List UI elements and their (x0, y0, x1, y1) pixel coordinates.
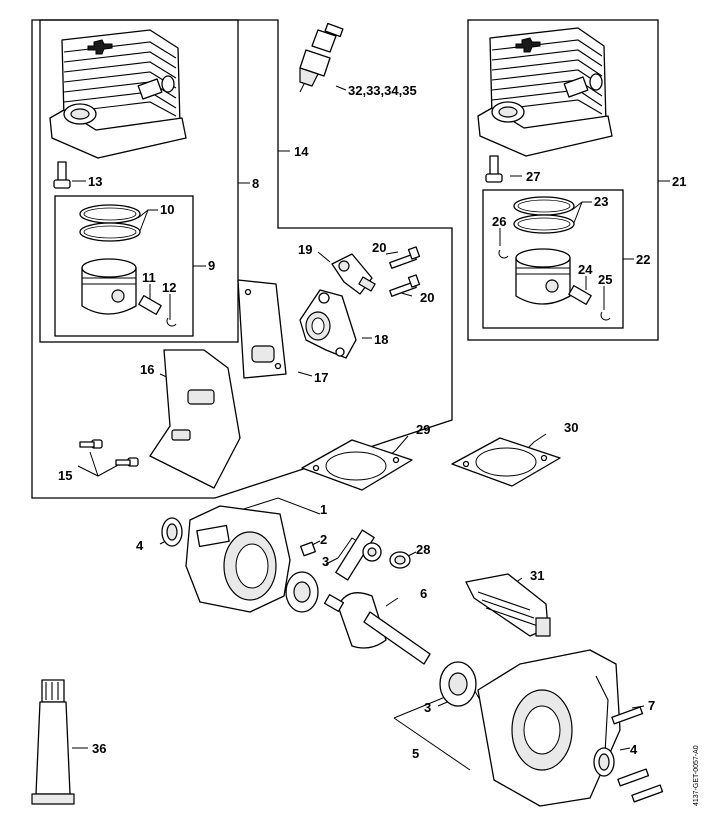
circlip-25 (600, 311, 611, 321)
piston-rings-10 (79, 204, 141, 242)
piston-pin-11 (138, 295, 162, 315)
spark-plug (299, 22, 344, 93)
label-18: 18 (374, 332, 388, 347)
label-23: 23 (594, 194, 608, 209)
shroud-16 (149, 349, 241, 489)
crankcase-left (185, 505, 291, 613)
label-32-35: 32,33,34,35 (348, 83, 417, 98)
label-8: 8 (252, 176, 259, 191)
valve-19 (331, 253, 376, 295)
gasket-17 (237, 279, 287, 379)
label-1: 1 (320, 502, 327, 517)
label-30: 30 (564, 420, 578, 435)
label-17: 17 (314, 370, 328, 385)
piston-pin-24 (568, 285, 592, 305)
label-27: 27 (526, 169, 540, 184)
label-24: 24 (578, 262, 593, 277)
label-15: 15 (58, 468, 72, 483)
leader-lines (72, 85, 670, 771)
crankshaft-6 (323, 529, 431, 665)
circlip-26 (498, 249, 509, 259)
piston-right (515, 248, 571, 305)
label-26: 26 (492, 214, 506, 229)
screw-27 (485, 155, 503, 183)
label-25: 25 (598, 272, 612, 287)
dowel-2 (300, 541, 316, 557)
screws-7 (611, 706, 664, 803)
label-10: 10 (160, 202, 174, 217)
gasket-30 (451, 437, 561, 487)
label-13: 13 (88, 174, 102, 189)
crankcase-right (477, 649, 621, 807)
piston-rings-23 (513, 196, 575, 234)
baffle-31 (465, 573, 551, 637)
bearing-3-right (439, 661, 477, 707)
intake-flange-18 (299, 289, 357, 359)
piston-left (81, 258, 137, 315)
label-14: 14 (294, 144, 309, 159)
grease-tube-36 (31, 679, 75, 805)
screws-15 (79, 439, 139, 467)
label-3-upper: 3 (322, 554, 329, 569)
label-31: 31 (530, 568, 544, 583)
label-3-lower: 3 (424, 700, 431, 715)
label-21: 21 (672, 174, 686, 189)
gasket-29 (301, 439, 413, 491)
label-22: 22 (636, 252, 650, 267)
circlip-12 (166, 317, 177, 327)
label-16: 16 (140, 362, 154, 377)
label-19: 19 (298, 242, 312, 257)
oil-seal-4-left (161, 517, 183, 547)
label-4-left: 4 (136, 538, 144, 553)
needle-bearing-28 (389, 551, 411, 569)
screw-13 (53, 161, 71, 189)
group-14-frame (31, 19, 453, 499)
cylinder-left (49, 29, 187, 159)
callout-labels: 1 2 3 3 4 4 5 6 7 8 9 10 11 12 13 14 15 … (58, 83, 700, 806)
label-29: 29 (416, 422, 430, 437)
oil-seal-4-right (593, 747, 615, 777)
label-12: 12 (162, 280, 176, 295)
label-7: 7 (648, 698, 655, 713)
drawing-code: 4137-GET-0057-A0 (693, 745, 700, 806)
label-5: 5 (412, 746, 419, 761)
label-6: 6 (420, 586, 427, 601)
group-21-frame (467, 19, 659, 341)
bearing-3-left (285, 571, 319, 613)
label-4-right: 4 (630, 742, 638, 757)
label-9: 9 (208, 258, 215, 273)
label-2: 2 (320, 532, 327, 547)
cylinder-right (477, 27, 613, 157)
label-20-upper: 20 (372, 240, 386, 255)
screws-20 (389, 246, 421, 297)
label-11: 11 (142, 270, 156, 285)
label-36: 36 (92, 741, 106, 756)
group-8-frame (39, 19, 239, 343)
label-28: 28 (416, 542, 430, 557)
label-20-lower: 20 (420, 290, 434, 305)
